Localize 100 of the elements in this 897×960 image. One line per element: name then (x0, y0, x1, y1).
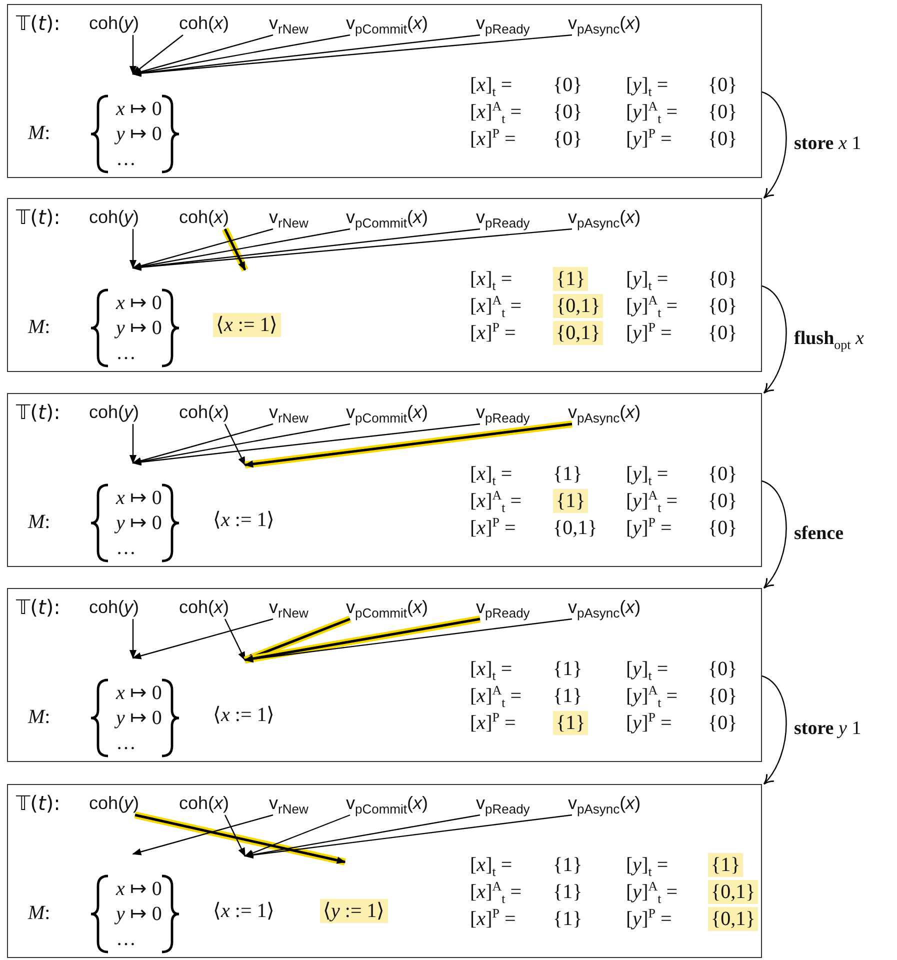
edge-label: sfence (794, 522, 844, 544)
view-set-value: {1} (553, 907, 582, 931)
view-arrow (132, 423, 480, 466)
view-set-value: {0} (708, 657, 738, 681)
view-set-value: {0} (708, 711, 738, 735)
view-label: v$_{pAsync}$(x) (568, 11, 641, 35)
view-set-name: [x]$_{t}$ = (470, 267, 512, 291)
highlighted-arrow (244, 420, 572, 468)
view-set-name: [x]$^{A}$$_{t}$ = (470, 684, 522, 708)
view-set-value: {0} (708, 294, 738, 318)
view-set-value: {1} (553, 462, 582, 486)
view-label: v$_{rNew}$ (269, 400, 308, 424)
view-set-name: [y]$^{A}$$_{t}$ = (626, 100, 678, 124)
view-label: v$_{pAsync}$(x) (568, 400, 641, 424)
view-label: v$_{pAsync}$(x) (568, 595, 641, 619)
memory-entry: x ↦ 0 (116, 97, 162, 121)
view-label: v$_{pReady}$ (476, 205, 530, 229)
memory-label: M: (28, 901, 50, 925)
edge-label: store x 1 (794, 133, 862, 155)
view-set-value: {0} (553, 100, 582, 124)
highlighted-value: {0,1} (553, 294, 604, 318)
view-set-name: [y]$_{t}$ = (626, 73, 668, 97)
state-panel (7, 393, 762, 567)
ellipsis: … (116, 536, 136, 560)
thread-state-label: 𝕋(t): (16, 595, 60, 619)
view-label: v$_{pReady}$ (476, 595, 530, 619)
view-set-value: {1} (553, 880, 582, 904)
view-arrow (132, 228, 572, 271)
state-panel (7, 588, 762, 762)
view-label: coh(x) (179, 400, 230, 424)
view-label: v$_{rNew}$ (269, 11, 308, 35)
view-label: v$_{pCommit}$(x) (346, 400, 428, 424)
highlighted-arrow (222, 227, 248, 272)
view-set-name: [y]$_{t}$ = (626, 853, 668, 877)
highlighted-message: ⟨y := 1⟩ (320, 899, 388, 923)
view-set-name: [y]$^{A}$$_{t}$ = (626, 489, 678, 513)
memory-entry: y ↦ 0 (116, 511, 162, 535)
view-arrow (129, 424, 137, 464)
view-set-value: {0,1} (553, 516, 598, 540)
view-set-value: {1} (553, 657, 582, 681)
view-label: coh(y) (89, 400, 140, 424)
view-label: v$_{pReady}$ (476, 400, 530, 424)
view-arrow (132, 618, 274, 660)
view-label: v$_{pCommit}$(x) (346, 595, 428, 619)
view-label: v$_{pCommit}$(x) (346, 11, 428, 35)
view-arrow (129, 619, 137, 659)
view-label: v$_{pCommit}$(x) (346, 791, 428, 815)
thread-state-label: 𝕋(t): (16, 205, 60, 229)
highlighted-arrow (134, 812, 346, 866)
view-set-name: [y]$^{P}$ = (626, 127, 672, 151)
view-set-name: [y]$^{A}$$_{t}$ = (626, 294, 678, 318)
view-set-name: [x]$_{t}$ = (470, 73, 512, 97)
view-set-name: [y]$_{t}$ = (626, 462, 668, 486)
memory-message: ⟨x := 1⟩ (213, 508, 275, 532)
view-label: coh(x) (179, 11, 230, 35)
highlighted-arrow (244, 616, 352, 664)
view-arrow (224, 814, 246, 857)
view-arrow (132, 423, 350, 466)
view-set-value: {0} (708, 73, 738, 97)
view-set-value: {0} (708, 267, 738, 291)
view-label: v$_{pCommit}$(x) (346, 205, 428, 229)
highlighted-arrow (244, 616, 481, 664)
view-arrow (244, 618, 572, 663)
highlighted-value: {1} (553, 267, 588, 291)
view-set-name: [y]$^{P}$ = (626, 321, 672, 345)
view-arrow (132, 228, 350, 270)
view-arrow (132, 34, 274, 76)
view-set-name: [x]$^{P}$ = (470, 516, 516, 540)
thread-state-label: 𝕋(t): (16, 400, 60, 424)
view-label: v$_{rNew}$ (269, 595, 308, 619)
view-label: v$_{pReady}$ (476, 11, 530, 35)
view-set-name: [x]$_{t}$ = (470, 462, 512, 486)
view-arrow (132, 34, 184, 75)
view-label: coh(y) (89, 205, 140, 229)
memory-entry: x ↦ 0 (116, 486, 162, 510)
view-set-value: {0} (553, 73, 582, 97)
view-arrow (129, 229, 137, 269)
thread-state-label: 𝕋(t): (16, 11, 60, 35)
view-label: coh(x) (179, 791, 230, 815)
memory-entry: x ↦ 0 (116, 291, 162, 315)
memory-entry: x ↦ 0 (116, 681, 162, 705)
state-panel (7, 198, 762, 372)
highlighted-message: ⟨x := 1⟩ (213, 313, 281, 337)
view-arrow (132, 228, 274, 270)
memory-entry: x ↦ 0 (116, 877, 162, 901)
view-label: coh(x) (179, 205, 230, 229)
view-set-value: {0} (708, 489, 738, 513)
view-label: coh(y) (89, 11, 140, 35)
view-set-name: [x]$^{A}$$_{t}$ = (470, 294, 522, 318)
memory-message: ⟨x := 1⟩ (213, 703, 275, 727)
view-set-value: {0} (708, 127, 738, 151)
view-arrow (244, 814, 350, 857)
highlighted-value: {1} (708, 853, 744, 877)
view-set-name: [x]$^{P}$ = (470, 127, 516, 151)
memory-label: M: (28, 510, 50, 534)
highlighted-value: {1} (553, 489, 588, 513)
view-arrow (244, 814, 572, 859)
ellipsis: … (116, 731, 136, 755)
view-arrow (224, 424, 246, 466)
view-set-name: [x]$^{P}$ = (470, 907, 516, 931)
